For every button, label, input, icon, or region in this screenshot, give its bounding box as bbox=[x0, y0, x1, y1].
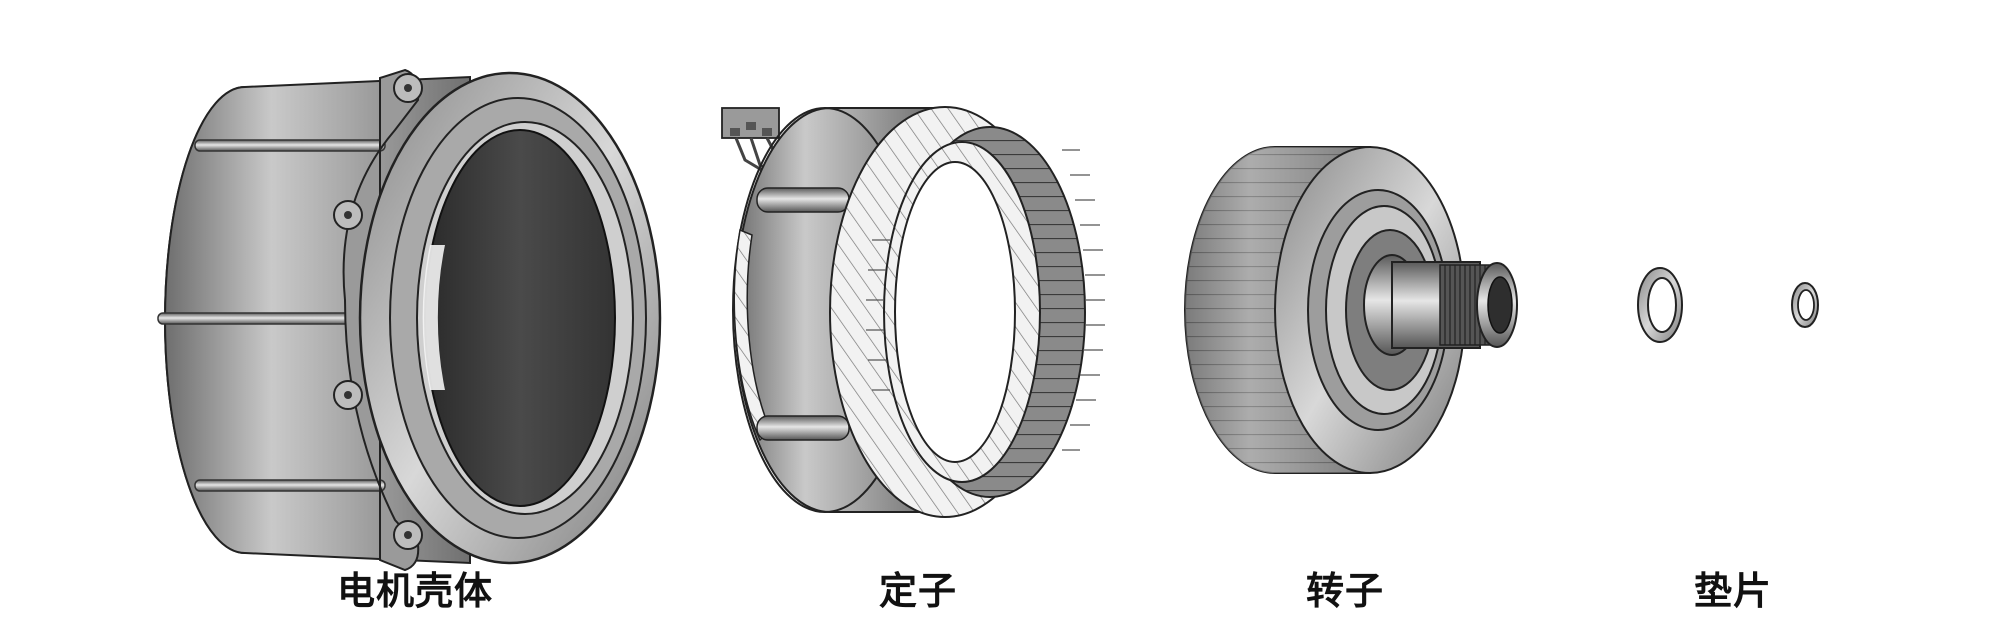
connector-icon bbox=[721, 107, 796, 182]
part-label-washer: 垫片 bbox=[1693, 569, 1773, 613]
washer-icon bbox=[1637, 267, 1819, 343]
part-label-rotor: 转子 bbox=[1305, 569, 1385, 613]
part-label-housing: 电机壳体 bbox=[336, 569, 494, 613]
part-label-stator: 定子 bbox=[878, 569, 958, 613]
stator-icon bbox=[721, 106, 1105, 518]
rotor-icon bbox=[1184, 146, 1518, 474]
motor-housing-icon bbox=[157, 68, 662, 572]
